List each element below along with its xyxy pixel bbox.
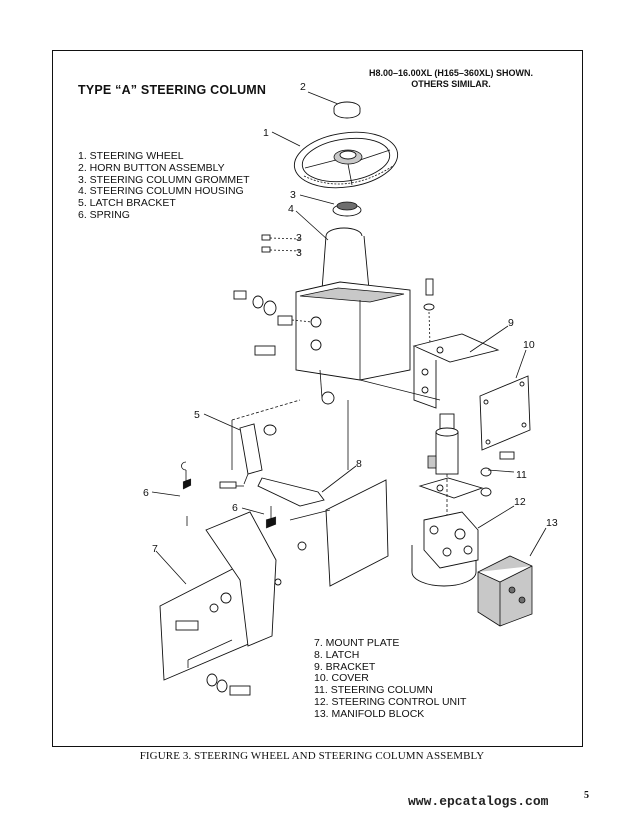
assembly-lines <box>187 379 448 668</box>
mount-plate <box>159 479 389 681</box>
legend-item: 2. HORN BUTTON ASSEMBLY <box>78 161 225 174</box>
callout-3a: 3 <box>296 232 302 244</box>
mount-bolts <box>206 673 251 696</box>
parts-legend-bottom: 7. MOUNT PLATE 8. LATCH 9. BRACKET 10. C… <box>314 637 467 721</box>
figure-title: TYPE “A” STEERING COLUMN <box>78 83 267 97</box>
cover <box>479 375 531 460</box>
legend-item: 3. STEERING COLUMN GROMMET <box>78 173 250 186</box>
legend-item: 7. MOUNT PLATE <box>314 637 400 649</box>
horn-button-assembly <box>333 101 361 119</box>
steering-wheel <box>293 131 399 189</box>
legend-item: 13. MANIFOLD BLOCK <box>314 707 425 720</box>
horn-screws <box>261 234 301 253</box>
callout-9: 9 <box>508 317 514 329</box>
callout-11: 11 <box>516 469 527 481</box>
housing-bolts <box>233 290 313 356</box>
callout-8: 8 <box>356 458 362 470</box>
steering-column <box>418 413 492 499</box>
legend-item: 9. BRACKET <box>314 660 376 673</box>
callout-1: 1 <box>263 127 269 139</box>
legend-item: 6. SPRING <box>78 208 130 221</box>
legend-item: 12. STEERING CONTROL UNIT <box>314 695 467 708</box>
steering-column-grommet <box>332 201 362 217</box>
callout-7: 7 <box>152 543 158 555</box>
parts-legend-top: 1. STEERING WHEEL 2. HORN BUTTON ASSEMBL… <box>78 150 250 222</box>
model-note-line1: H8.00–16.00XL (H165–360XL) SHOWN. <box>369 68 533 78</box>
watermark-text: www.epcatalogs.com <box>408 794 549 809</box>
latch <box>219 477 325 507</box>
bracket <box>412 333 500 409</box>
steering-column-housing <box>295 227 411 405</box>
spring-left <box>181 461 192 526</box>
legend-item: 10. COVER <box>314 672 369 685</box>
callout-3b: 3 <box>296 247 302 259</box>
figure-caption: FIGURE 3. STEERING WHEEL AND STEERING CO… <box>139 750 485 762</box>
callout-12: 12 <box>514 496 526 508</box>
bracket-bolt <box>423 278 435 346</box>
page-number: 5 <box>584 790 589 801</box>
figure-frame <box>52 50 583 747</box>
steering-control-unit <box>411 511 479 587</box>
legend-item: 11. STEERING COLUMN <box>314 684 433 697</box>
legend-item: 1. STEERING WHEEL <box>78 150 184 162</box>
manifold-block <box>477 555 533 627</box>
legend-item: 4. STEERING COLUMN HOUSING <box>78 185 244 198</box>
callout-2: 2 <box>300 81 306 93</box>
callout-6b: 6 <box>232 502 238 514</box>
callout-3: 3 <box>290 189 296 201</box>
latch-bracket <box>239 423 277 485</box>
model-note-line2: OTHERS SIMILAR. <box>411 79 491 89</box>
callout-4: 4 <box>288 203 294 215</box>
legend-item: 5. LATCH BRACKET <box>78 197 176 210</box>
model-note: H8.00–16.00XL (H165–360XL) SHOWN. OTHERS… <box>330 68 572 90</box>
callout-10: 10 <box>523 339 535 351</box>
callout-13: 13 <box>546 517 558 529</box>
legend-item: 8. LATCH <box>314 648 360 661</box>
callout-5: 5 <box>194 409 200 421</box>
leader-lines <box>151 91 547 585</box>
callout-6a: 6 <box>143 487 149 499</box>
